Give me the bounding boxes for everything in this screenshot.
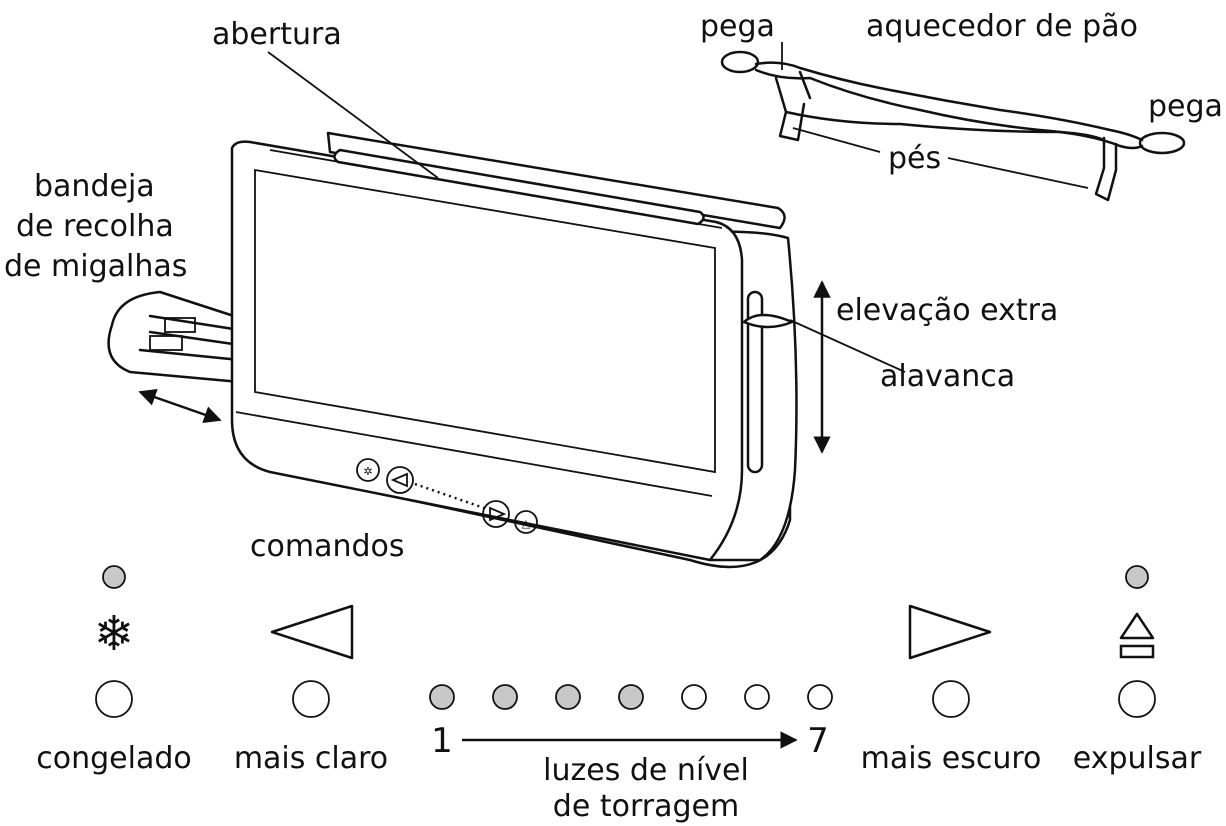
label-comandos: comandos bbox=[250, 529, 405, 564]
lighter-button[interactable] bbox=[292, 680, 330, 718]
label-mais-claro: mais claro bbox=[234, 741, 388, 776]
handle-right bbox=[1138, 131, 1186, 155]
label-aquecedor: aquecedor de pão bbox=[866, 9, 1138, 44]
level-light bbox=[807, 684, 833, 710]
level-light bbox=[618, 684, 644, 710]
label-luzes-2: de torragem bbox=[553, 789, 739, 824]
label-bandeja-2: de recolha bbox=[16, 209, 174, 244]
defrost-indicator bbox=[102, 565, 126, 589]
level-max: 7 bbox=[807, 721, 829, 761]
lever[interactable] bbox=[742, 313, 794, 329]
defrost-button[interactable] bbox=[95, 680, 133, 718]
leader-lines bbox=[267, 42, 1089, 373]
label-congelado: congelado bbox=[36, 741, 191, 776]
label-elevacao: elevação extra bbox=[836, 293, 1058, 328]
label-pega-left: pega bbox=[700, 9, 775, 44]
eject-indicator bbox=[1125, 565, 1149, 589]
eject-button[interactable] bbox=[1118, 680, 1156, 718]
level-light bbox=[681, 684, 707, 710]
tray-slide-arrow bbox=[138, 388, 222, 424]
triangle-right-icon bbox=[908, 604, 992, 660]
label-bandeja-3: de migalhas bbox=[4, 249, 187, 284]
level-light bbox=[492, 684, 518, 710]
bun-warmer bbox=[720, 50, 1186, 202]
crumb-tray[interactable] bbox=[107, 290, 242, 384]
toaster: ✲ △ bbox=[107, 131, 831, 569]
handle-left bbox=[720, 50, 760, 74]
level-light bbox=[744, 684, 770, 710]
svg-text:△: △ bbox=[522, 517, 531, 530]
label-pega-right: pega bbox=[1148, 89, 1223, 124]
level-light bbox=[429, 684, 455, 710]
svg-text:✲: ✲ bbox=[363, 465, 372, 478]
level-min: 1 bbox=[431, 721, 453, 761]
triangle-left-icon bbox=[270, 604, 354, 660]
darker-button[interactable] bbox=[932, 680, 970, 718]
eject-icon bbox=[1119, 612, 1155, 640]
label-alavanca: alavanca bbox=[880, 359, 1015, 394]
level-lights bbox=[429, 684, 833, 710]
level-light bbox=[555, 684, 581, 710]
snowflake-icon: ❄ bbox=[94, 606, 134, 662]
label-mais-escuro: mais escuro bbox=[861, 741, 1042, 776]
label-luzes-1: luzes de nível bbox=[543, 753, 749, 788]
label-pes: pés bbox=[888, 141, 941, 176]
label-abertura: abertura bbox=[212, 17, 342, 52]
control-legend: ❄ congelado mais claro 1 7 luzes de níve… bbox=[36, 565, 1202, 824]
label-expulsar: expulsar bbox=[1073, 741, 1202, 776]
control-panel-small: ✲ △ bbox=[356, 458, 538, 534]
label-bandeja-1: bandeja bbox=[34, 169, 155, 204]
